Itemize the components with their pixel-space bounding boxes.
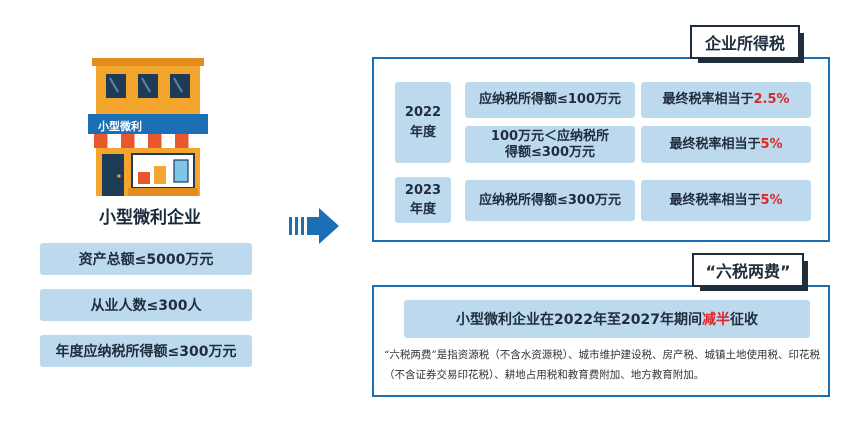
fees-banner-highlight: 减半 bbox=[701, 312, 730, 328]
cit-row1-condition: 应纳税所得额≤100万元 bbox=[465, 82, 635, 118]
cit-row1-rate-value: 2.5% bbox=[753, 92, 790, 107]
fees-banner-suffix: 征收 bbox=[729, 312, 758, 328]
cit-row3-rate-value: 5% bbox=[760, 192, 783, 208]
cit-tag: 企业所得税 bbox=[690, 25, 804, 63]
arrow-right-icon bbox=[289, 208, 339, 244]
fees-definition-note: “六税两费”是指资源税（不含水资源税）、城市维护建设税、房产税、城镇土地使用税、… bbox=[384, 349, 820, 381]
cit-row3-condition: 应纳税所得额≤300万元 bbox=[465, 180, 635, 221]
condition-taxable-income: 年度应纳税所得额≤300万元 bbox=[40, 335, 252, 367]
fees-banner-prefix: 小型微利企业在2022年至2027年期间 bbox=[456, 312, 702, 328]
year-2023-label: 2023 年度 bbox=[395, 177, 451, 223]
condition-employees: 从业人数≤300人 bbox=[40, 289, 252, 321]
shop-sign-text: 小型微利 bbox=[98, 120, 142, 133]
fees-banner: 小型微利企业在2022年至2027年期间减半征收 bbox=[404, 300, 810, 338]
condition-assets: 资产总额≤5000万元 bbox=[40, 243, 252, 275]
fees-tag: “六税两费” bbox=[692, 253, 808, 291]
cit-row2-condition: 100万元＜应纳税所 得额≤300万元 bbox=[465, 126, 635, 163]
shop-illustration bbox=[88, 58, 208, 196]
cit-row2-rate-value: 5% bbox=[760, 136, 783, 152]
cit-row2-rate-prefix: 最终税率相当于 bbox=[669, 136, 761, 152]
cit-row1-rate-prefix: 最终税率相当于 bbox=[662, 92, 754, 107]
cit-row3-rate-prefix: 最终税率相当于 bbox=[669, 192, 761, 208]
year-2022-label: 2022 年度 bbox=[395, 82, 451, 163]
enterprise-type-title: 小型微利企业 bbox=[99, 208, 201, 228]
